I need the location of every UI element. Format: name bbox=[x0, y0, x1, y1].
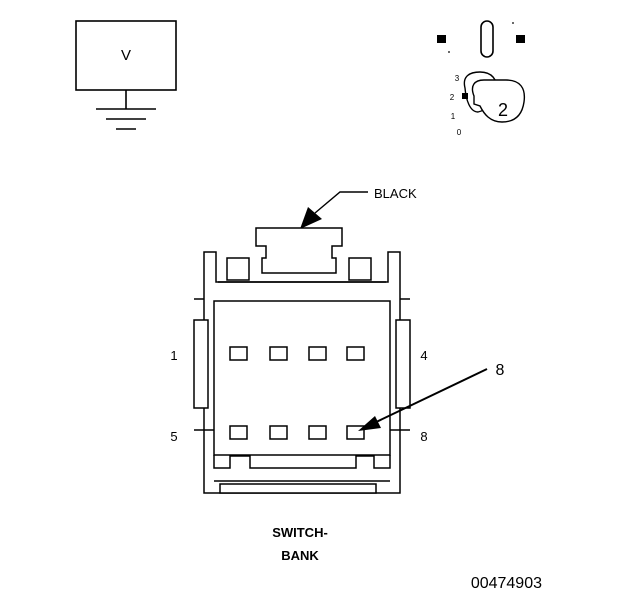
indicator-square-right bbox=[516, 35, 525, 43]
side-rail-left bbox=[193, 319, 209, 409]
pin-cavities bbox=[229, 346, 365, 440]
indicator-slot bbox=[480, 20, 494, 58]
connector-color-label: BLACK bbox=[374, 186, 417, 201]
connector-housing bbox=[193, 227, 411, 494]
pin-label-8: 8 bbox=[420, 429, 427, 444]
key-knob-front bbox=[471, 79, 526, 123]
pin-label-5: 5 bbox=[170, 429, 177, 444]
selector-switch-icon: 2 3 2 1 0 bbox=[437, 20, 526, 137]
position-label-1: 1 bbox=[451, 112, 456, 121]
ground-icon bbox=[96, 90, 156, 130]
tick-dot bbox=[512, 22, 514, 24]
pin-cavity-5 bbox=[229, 425, 248, 440]
pin-label-4: 4 bbox=[420, 348, 427, 363]
pin-cavity-6 bbox=[269, 425, 288, 440]
pin-cavity-3 bbox=[308, 346, 327, 361]
housing-outline bbox=[203, 251, 401, 494]
pin-cavity-8 bbox=[346, 425, 365, 440]
connector-name-line1: SWITCH- bbox=[272, 525, 328, 540]
pin-cavity-4 bbox=[346, 346, 365, 361]
locking-latch bbox=[255, 227, 343, 274]
connector-name-line2: BANK bbox=[281, 548, 319, 563]
pin-callout: 8 bbox=[358, 362, 505, 431]
pin-cavity-2 bbox=[269, 346, 288, 361]
voltmeter-symbol: V bbox=[75, 20, 177, 130]
latch-slot-left bbox=[226, 257, 250, 281]
bottom-rib bbox=[219, 483, 377, 494]
callout-arrowhead-icon bbox=[358, 416, 381, 431]
selected-position-number: 2 bbox=[498, 100, 508, 120]
callout-pin-number: 8 bbox=[496, 362, 505, 379]
figure-id: 00474903 bbox=[471, 575, 542, 592]
keyway-profile bbox=[213, 455, 391, 469]
color-callout: BLACK bbox=[300, 186, 417, 229]
pin-label-1: 1 bbox=[170, 348, 177, 363]
side-rail-right bbox=[395, 319, 411, 409]
meter-box bbox=[75, 20, 177, 91]
position-marker bbox=[462, 93, 468, 99]
callout-line bbox=[371, 368, 488, 425]
meter-mode-label: V bbox=[121, 47, 131, 64]
position-label-2: 2 bbox=[450, 93, 455, 102]
pin-cavity-1 bbox=[229, 346, 248, 361]
leader-line bbox=[314, 191, 368, 214]
position-label-3: 3 bbox=[455, 74, 460, 83]
position-label-0: 0 bbox=[457, 128, 462, 137]
tick-dot bbox=[448, 51, 450, 53]
arrowhead-icon bbox=[300, 207, 322, 229]
pin-cavity-7 bbox=[308, 425, 327, 440]
latch-slot-right bbox=[348, 257, 372, 281]
indicator-square-left bbox=[437, 35, 446, 43]
